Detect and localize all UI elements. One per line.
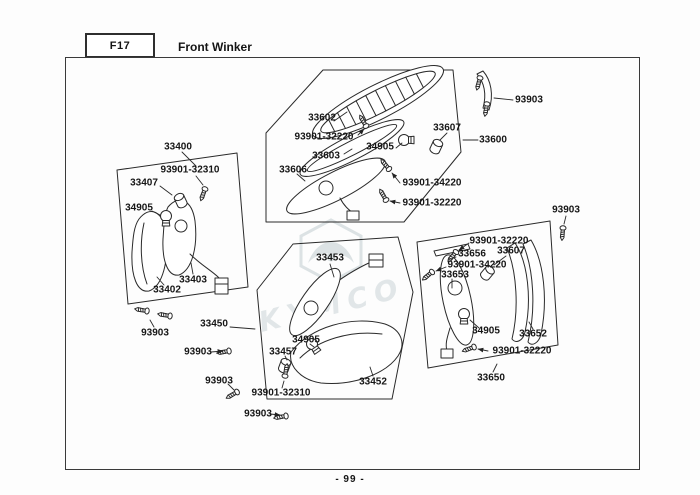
part-label-93903: 93903 [244,408,272,420]
stay-bracket-top-right [473,70,492,118]
part-label-93901-32220: 93901-32220 [294,131,354,143]
winker-assembly-33400 [116,152,249,305]
part-label-93901-32310: 93901-32310 [251,387,311,399]
part-label-93901-32220: 93901-32220 [469,235,529,247]
part-label-33603: 33603 [312,150,340,162]
winker-assembly-33450 [256,236,414,400]
part-label-33650: 33650 [477,372,505,384]
part-label-93903: 93903 [552,204,580,216]
winker-assembly-33650 [416,220,559,369]
part-label-33607: 33607 [433,122,461,134]
part-label-93903: 93903 [141,327,169,339]
part-label-33400: 33400 [164,141,192,153]
section-code-box: F17 [85,33,155,58]
winker-assembly-33600 [265,65,462,223]
part-label-33602: 33602 [308,112,336,124]
part-label-93903: 93903 [205,375,233,387]
part-label-34905: 34905 [292,334,320,346]
part-label-34905: 34905 [472,325,500,337]
part-label-33656: 33656 [458,248,486,260]
part-label-33450: 33450 [200,318,228,330]
part-label-33600: 33600 [479,134,507,146]
part-label-33403: 33403 [179,274,207,286]
part-label-33407: 33407 [130,177,158,189]
part-label-93901-34220: 93901-34220 [447,259,507,271]
part-label-93903: 93903 [184,346,212,358]
part-label-33402: 33402 [153,284,181,296]
section-code: F17 [109,39,131,52]
part-label-33652: 33652 [519,328,547,340]
part-label-33453: 33453 [316,252,344,264]
diagram-frame [65,57,640,470]
part-label-33452: 33452 [359,376,387,388]
part-label-93903: 93903 [515,94,543,106]
part-label-93901-32220: 93901-32220 [492,345,552,357]
part-label-33607: 33607 [497,245,525,257]
part-label-33606: 33606 [279,164,307,176]
part-label-93901-32220: 93901-32220 [402,197,462,209]
part-label-93901-32310: 93901-32310 [160,164,220,176]
part-label-33653: 33653 [441,269,469,281]
part-label-33457: 33457 [269,346,297,358]
leader-lines [149,97,567,417]
page-number: - 99 - [335,474,365,485]
section-title: Front Winker [178,40,252,54]
part-label-34905: 34905 [125,202,153,214]
part-label-93901-34220: 93901-34220 [402,177,462,189]
part-label-34905: 34905 [366,141,394,153]
